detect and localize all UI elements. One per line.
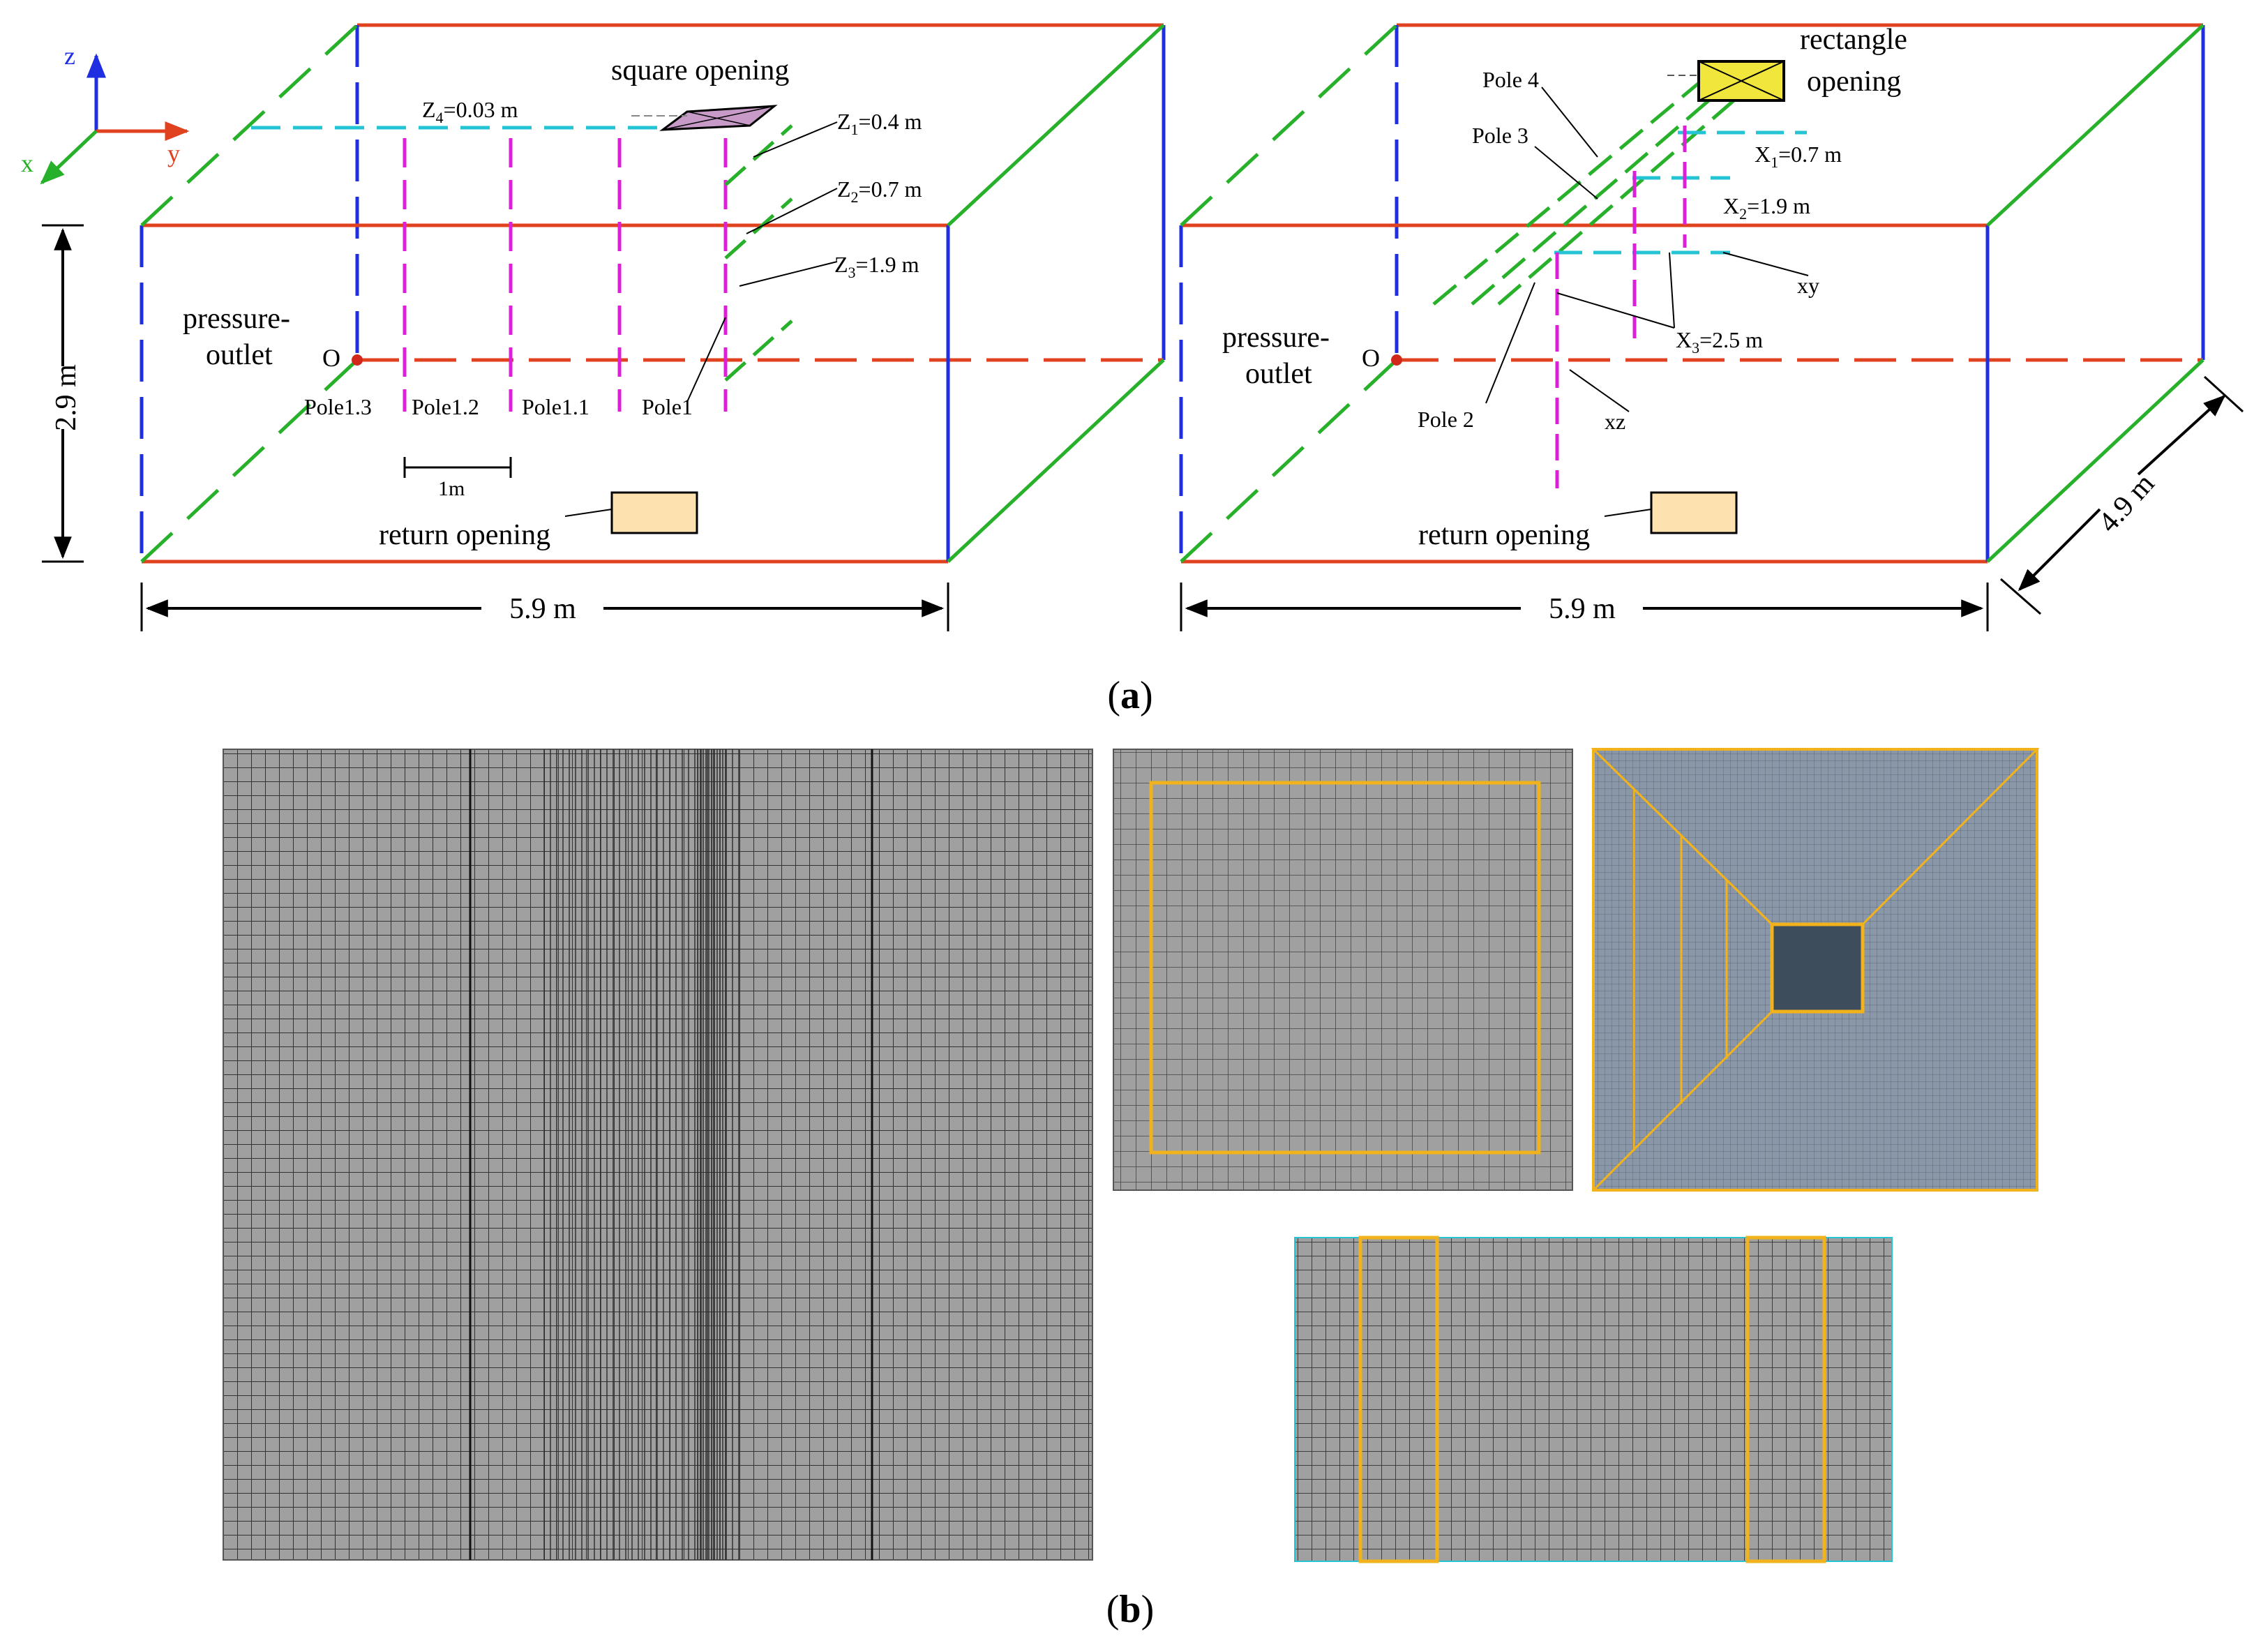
pole4-label: Pole 4	[1482, 67, 1539, 92]
mesh-refinement-band	[469, 749, 873, 1560]
xz-label: xz	[1605, 409, 1625, 434]
pressure-outlet-label-right-2: outlet	[1245, 358, 1312, 390]
panel-a-right-diagram: 5.9 m 4.9 m pressure- outlet O rectangle…	[1179, 23, 2244, 631]
z3-label: Z3=1.9 m	[834, 252, 919, 281]
width-dimension-label-right: 5.9 m	[1549, 593, 1616, 625]
return-opening-label-right: return opening	[1418, 519, 1590, 551]
axis-label-z: z	[64, 42, 75, 70]
width-dimension-label-left: 5.9 m	[509, 593, 576, 625]
z2-label: Z2=0.7 m	[837, 177, 922, 206]
pole-label-1-3: Pole1.3	[304, 394, 372, 419]
origin-label-right: O	[1362, 344, 1380, 372]
panel-a-caption: (a)	[1107, 674, 1152, 717]
pole2-label: Pole 2	[1418, 407, 1474, 432]
x3-label: X3=2.5 m	[1676, 327, 1763, 356]
height-dimension-label: 2.9 m	[50, 364, 82, 431]
mesh-opening-refined	[1591, 748, 2040, 1192]
rectangle-opening-label-2: opening	[1807, 66, 1901, 98]
axis-label-y: y	[167, 140, 180, 167]
mesh-top-view	[1113, 749, 1573, 1191]
depth-dimension-label: 4.9 m	[2092, 467, 2161, 539]
pole-label-1-1: Pole1.1	[522, 394, 589, 419]
panel-a-left-diagram: z y x	[21, 23, 1166, 631]
xy-label: xy	[1797, 273, 1819, 298]
mesh-bottom-view	[1294, 1236, 1893, 1563]
pressure-outlet-label-left-1: pressure-	[183, 303, 290, 335]
pole-label-1-2: Pole1.2	[412, 394, 479, 419]
z4-label: Z4=0.03 m	[422, 97, 518, 126]
axis-label-x: x	[21, 149, 33, 177]
mesh-main-elevation	[223, 749, 1093, 1561]
panel-b-caption: (b)	[1106, 1588, 1154, 1631]
rectangle-opening-label-1: rectangle	[1800, 24, 1907, 56]
z1-label: Z1=0.4 m	[837, 109, 922, 138]
pole3-label: Pole 3	[1472, 123, 1528, 148]
return-opening-box-left	[610, 491, 698, 534]
x2-label: X2=1.9 m	[1723, 193, 1810, 223]
pressure-outlet-label-right-1: pressure-	[1222, 322, 1330, 354]
coordinate-axes: z y x	[21, 42, 190, 185]
return-opening-box-right	[1650, 491, 1738, 534]
x1-label: X1=0.7 m	[1755, 142, 1842, 171]
square-opening-label: square opening	[611, 54, 789, 87]
pressure-outlet-label-left-2: outlet	[206, 339, 273, 371]
pole-label-1: Pole1	[642, 394, 693, 419]
origin-label-left: O	[322, 344, 340, 372]
spacing-label: 1m	[438, 477, 465, 500]
return-opening-label-left: return opening	[379, 519, 550, 551]
